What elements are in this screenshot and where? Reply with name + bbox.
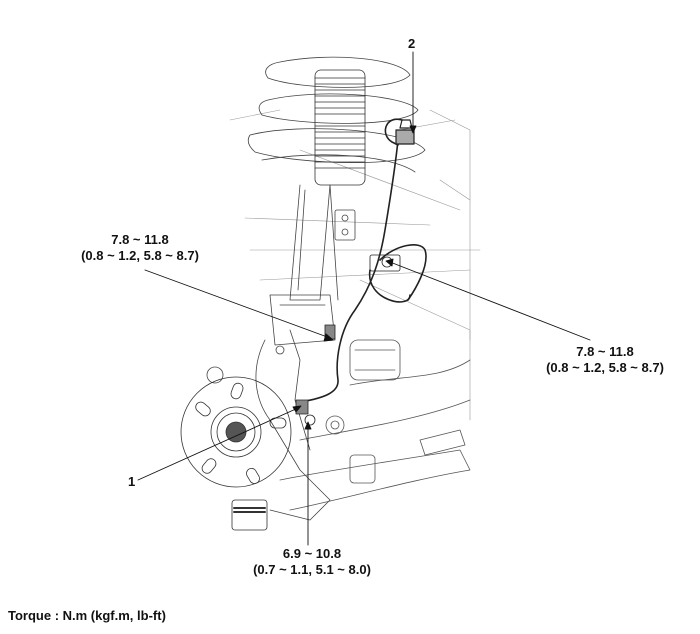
strut-tube [269,184,356,346]
wheel-hub [180,376,292,488]
arrow-torque-upper-left [323,333,334,342]
leader-torque-right [389,261,591,341]
arrow-torque-bottom [304,421,312,430]
torque-alt: (0.8 ~ 1.2, 5.8 ~ 8.7) [81,248,199,263]
torque-units-footnote: Torque : N.m (kgf.m, lb-ft) [8,608,166,623]
sensor-cable [299,118,427,403]
arrow-2 [409,125,417,134]
torque-nm: 6.9 ~ 10.8 [282,546,342,561]
arrow-torque-right [385,258,394,267]
callout-label-1: 1 [128,474,136,489]
arrow-1 [292,405,302,413]
coil-spring [247,56,426,173]
lower-control-arm [279,339,471,511]
torque-spec-upper-left: 7.8 ~ 11.8 (0.8 ~ 1.2, 5.8 ~ 8.7) [60,232,220,264]
torque-nm: 7.8 ~ 11.8 [576,344,634,359]
torque-spec-right: 7.8 ~ 11.8 (0.8 ~ 1.2, 5.8 ~ 8.7) [525,344,685,376]
torque-alt: (0.7 ~ 1.1, 5.1 ~ 8.0) [253,562,371,577]
torque-nm: 7.8 ~ 11.8 [111,232,169,247]
leader-1 [137,407,299,481]
brake-caliper [231,499,268,531]
steering-knuckle [206,329,331,521]
body-frame-lines [229,109,481,421]
torque-alt: (0.8 ~ 1.2, 5.8 ~ 8.7) [546,360,664,375]
torque-spec-bottom: 6.9 ~ 10.8 (0.7 ~ 1.1, 5.1 ~ 8.0) [232,546,392,578]
bracket-clip [395,119,415,145]
callout-lines [137,51,591,546]
dust-boot [314,69,366,186]
callout-label-2: 2 [408,36,416,51]
leader-torque-upper-left [144,269,331,339]
